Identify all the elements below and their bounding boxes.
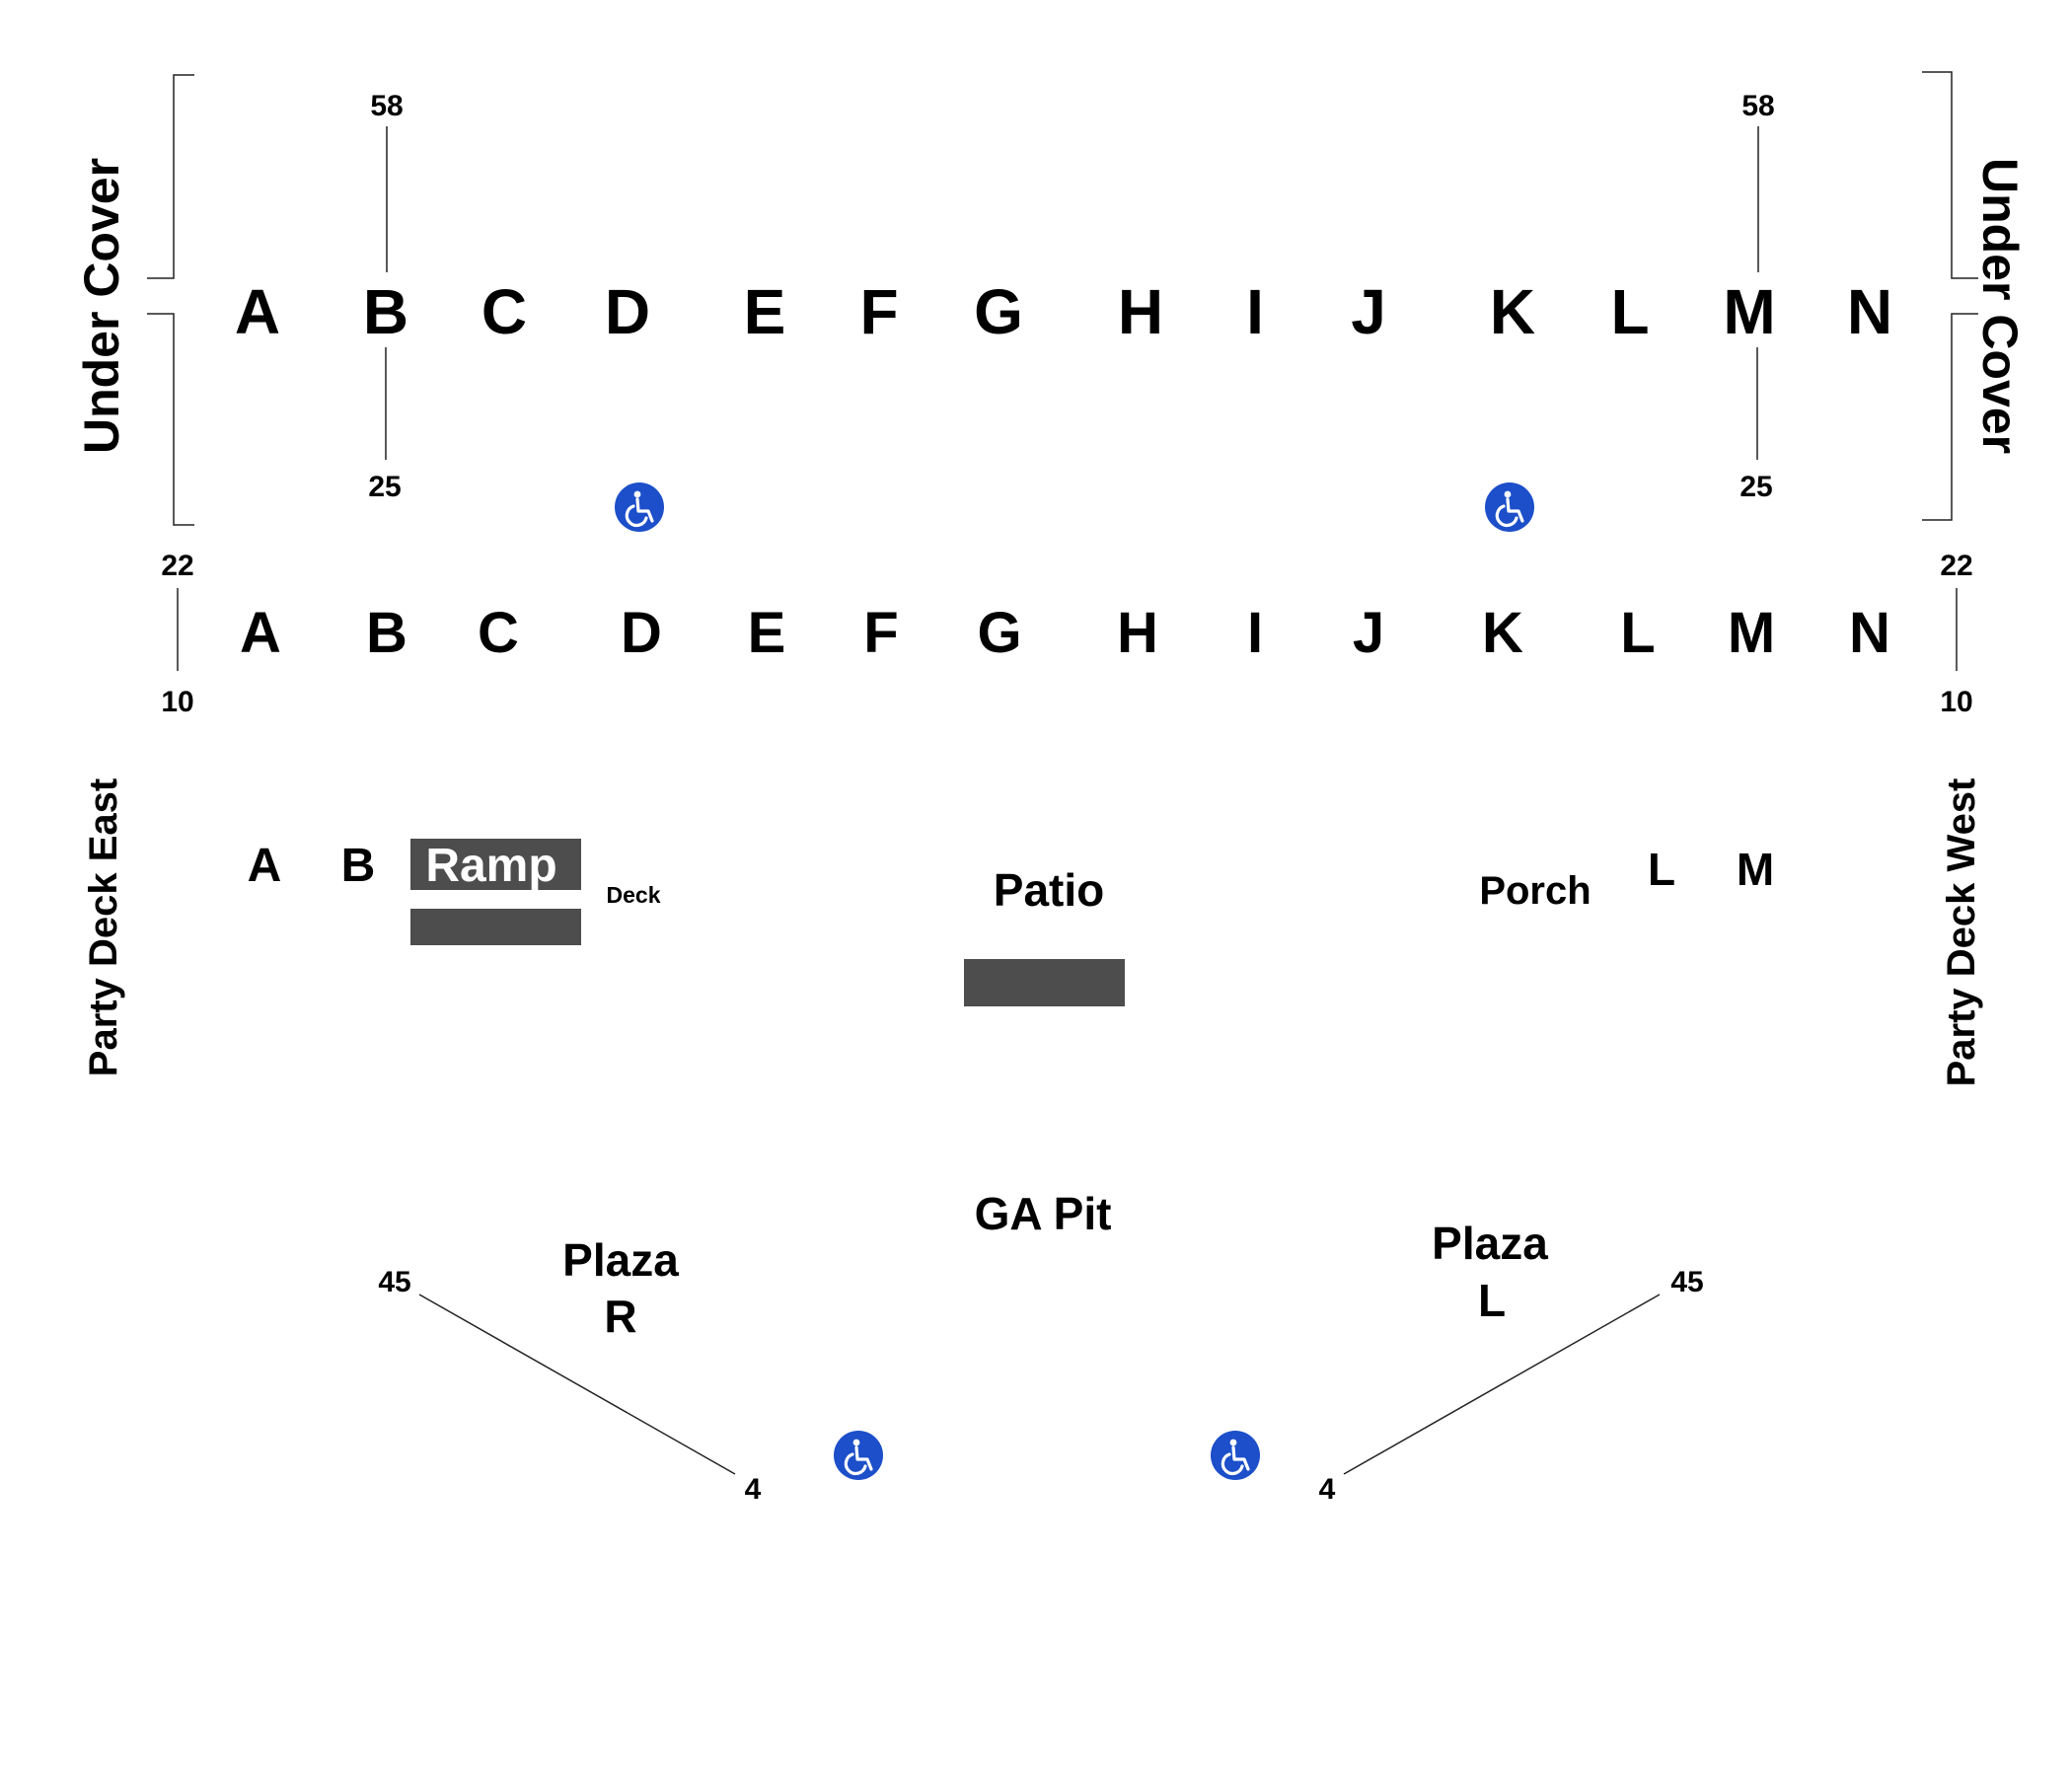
upper-row-a: A [235,276,280,347]
plaza-l-row: L [1478,1275,1506,1326]
wheelchair-accessible-icon [834,1431,883,1480]
upper-row-d: D [605,276,650,347]
lower-row-l: L [1620,601,1655,665]
upper-row-m: M [1723,276,1775,347]
porch-row-l: L [1648,844,1675,895]
lower-row-c: C [478,601,519,665]
ramp-block-lower [410,909,581,945]
upper-row-i: I [1246,276,1264,347]
seat-range-line [1343,1294,1661,1475]
wheelchair-accessible-icon [1211,1431,1260,1480]
seat-number-lower-top-left: 22 [161,550,193,582]
lower-row-e: E [748,601,786,665]
upper-row-j: J [1351,276,1386,347]
upper-row-e: E [744,276,786,347]
upper-row-c: C [481,276,527,347]
seat-range-line [418,1294,736,1475]
seat-number-upper-top-left: 58 [370,90,403,122]
ramp-block [410,839,581,890]
lower-row-h: H [1117,601,1158,665]
plaza-l-label: Plaza [1432,1218,1548,1269]
east-row-a: A [248,840,282,892]
porch-label: Porch [1479,869,1591,913]
under-cover-bracket-left [147,74,194,526]
upper-row-h: H [1118,276,1163,347]
lower-row-a: A [240,601,281,665]
seat-number-plaza-r-outer: 45 [378,1266,410,1298]
under-cover-label-right: Under Cover [1972,158,2028,454]
under-cover-bracket-right [1922,71,1978,521]
patio-block [964,959,1125,1006]
lower-row-b: B [366,601,407,665]
wheelchair-accessible-icon [615,482,664,532]
wheelchair-accessible-icon [1485,482,1534,532]
upper-row-b: B [363,276,408,347]
seat-number-plaza-l-outer: 45 [1670,1266,1703,1298]
porch-row-m: M [1737,844,1774,895]
lower-row-i: I [1247,601,1263,665]
deck-label: Deck [607,882,661,908]
upper-section-rows: A B C D E F G H I J K L M N [235,276,1892,347]
lower-row-k: K [1482,601,1523,665]
upper-row-g: G [974,276,1023,347]
ramp-label: Ramp [425,840,556,892]
seat-number-lower-bottom-left: 10 [161,686,193,718]
seat-number-upper-top-right: 58 [1741,90,1774,122]
seat-number-lower-bottom-right: 10 [1940,686,1972,718]
upper-row-n: N [1847,276,1892,347]
seat-number-upper-bottom-right: 25 [1739,471,1772,503]
under-cover-label-left: Under Cover [74,158,129,454]
lower-section-rows: A B C D E F G H I J K L M N [240,601,1890,665]
party-deck-east-label: Party Deck East [82,778,125,1076]
upper-row-f: F [859,276,898,347]
lower-row-g: G [977,601,1021,665]
seat-number-plaza-r-inner: 4 [745,1473,762,1506]
lower-row-f: F [863,601,898,665]
plaza-r-label: Plaza [562,1234,679,1286]
lower-row-j: J [1353,601,1384,665]
patio-label: Patio [994,864,1104,916]
east-row-b: B [341,840,376,892]
ga-pit-label: GA Pit [975,1188,1112,1239]
lower-row-m: M [1728,601,1775,665]
upper-row-k: K [1490,276,1535,347]
lower-row-n: N [1849,601,1890,665]
seat-number-lower-top-right: 22 [1940,550,1972,582]
seat-number-upper-bottom-left: 25 [368,471,401,503]
lower-row-d: D [621,601,662,665]
seat-number-plaza-l-inner: 4 [1319,1473,1336,1506]
plaza-r-row: R [604,1291,636,1342]
upper-row-l: L [1610,276,1649,347]
party-deck-west-label: Party Deck West [1940,778,1983,1087]
